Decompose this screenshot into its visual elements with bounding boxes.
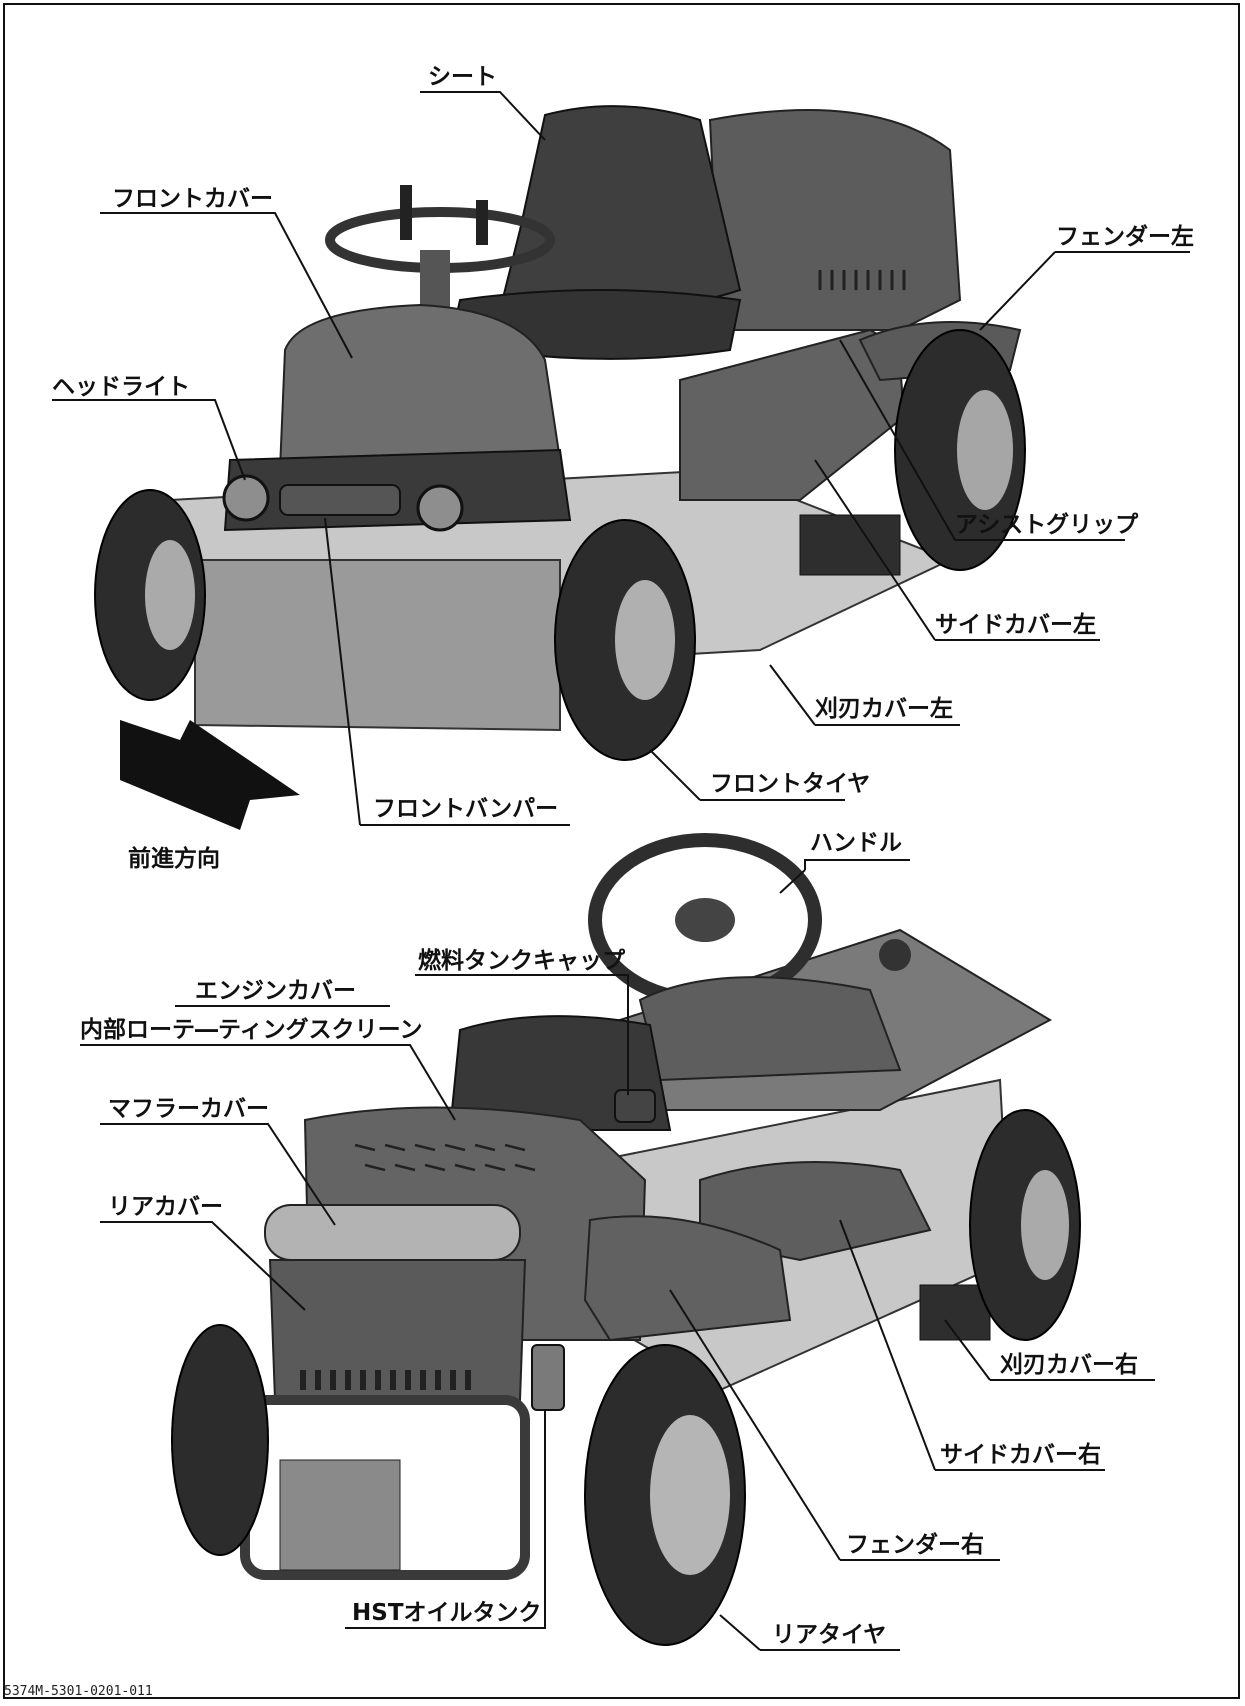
label-blade-cover-right: 刈刃カバー右 xyxy=(1000,1352,1138,1378)
label-front-tire: フロントタイヤ xyxy=(710,771,871,797)
label-blade-cover-left: 刈刃カバー左 xyxy=(815,696,953,722)
leader-fender-right-diag xyxy=(669,1289,841,1561)
label-headlight: ヘッドライト xyxy=(52,374,190,400)
dashboard xyxy=(638,976,902,1082)
leader-rear-tire-diag xyxy=(719,1614,761,1651)
leader-fender-left-diag xyxy=(979,251,1056,331)
label-fender-left: フェンダー左 xyxy=(1056,224,1194,250)
leader-side-cover-right-diag xyxy=(839,1219,936,1471)
engine-housing xyxy=(708,109,962,331)
rear-cover-shape xyxy=(268,1259,527,1401)
leader-rear-cover xyxy=(100,1221,306,1311)
label-forward-direction: 前進方向 xyxy=(128,846,220,872)
label-assist-grip: アシストグリップ xyxy=(955,512,1139,538)
rear-tire-left xyxy=(171,1324,269,1556)
leader-blade-cover-left-diag xyxy=(769,664,816,726)
label-internal-rotating-screen: 内部ローテ―ティングスクリーン xyxy=(80,1017,423,1043)
hst-oil-tank-shape xyxy=(531,1344,565,1411)
label-rear-tire: リアタイヤ xyxy=(772,1622,887,1648)
rear-view-mower xyxy=(171,833,1081,1646)
leader-lines xyxy=(52,91,1190,1651)
leader-assist-grip-diag xyxy=(839,339,956,541)
leader-front-bumper-diag xyxy=(324,517,361,826)
front-cover xyxy=(278,303,562,472)
leader-front-tire-diag xyxy=(649,749,701,801)
forward-arrow xyxy=(120,720,300,830)
label-fuel-tank-cap: 燃料タンクキャップ xyxy=(418,948,625,974)
headlight-left xyxy=(222,474,270,522)
label-muffler-cover: マフラーカバー xyxy=(108,1096,269,1122)
leader-blade-cover-right-diag xyxy=(944,1319,991,1381)
document-id: 5374M-5301-0201-011 xyxy=(4,1684,153,1699)
label-fender-right: フェンダー右 xyxy=(846,1532,984,1558)
leader-muffler-cover xyxy=(100,1123,336,1226)
label-engine-cover: エンジンカバー xyxy=(195,978,356,1004)
headlight-right xyxy=(416,484,464,532)
leader-handle-diag xyxy=(779,869,806,894)
leader-headlight xyxy=(52,399,246,481)
leader-rotating-screen xyxy=(80,1044,456,1121)
fender-right-shape xyxy=(583,1215,792,1342)
front-view-mower xyxy=(94,105,1026,830)
leader-front-cover xyxy=(100,212,353,359)
label-front-cover: フロントカバー xyxy=(112,186,273,212)
label-rear-cover: リアカバー xyxy=(108,1194,223,1220)
label-front-bumper: フロントバンパー xyxy=(373,796,559,822)
diagram-frame xyxy=(3,3,1240,1699)
leader-side-cover-left-diag xyxy=(814,459,936,641)
label-seat: シート xyxy=(428,64,497,90)
side-cover-right-shape xyxy=(699,1161,932,1262)
label-side-cover-right: サイドカバー右 xyxy=(940,1442,1101,1468)
fuel-tank-cap-shape xyxy=(614,1089,656,1123)
front-panel xyxy=(194,559,561,732)
label-hst-oil-tank: HSTオイルタンク xyxy=(352,1600,542,1626)
seat xyxy=(498,105,742,314)
leader-handle xyxy=(804,859,910,870)
leader-seat xyxy=(420,91,546,141)
label-side-cover-left: サイドカバー左 xyxy=(935,612,1096,638)
label-handle: ハンドル xyxy=(810,830,902,856)
muffler-shape xyxy=(264,1204,521,1261)
leader-fuel-cap xyxy=(415,974,629,1095)
leader-hst-oil-tank xyxy=(345,1410,546,1629)
